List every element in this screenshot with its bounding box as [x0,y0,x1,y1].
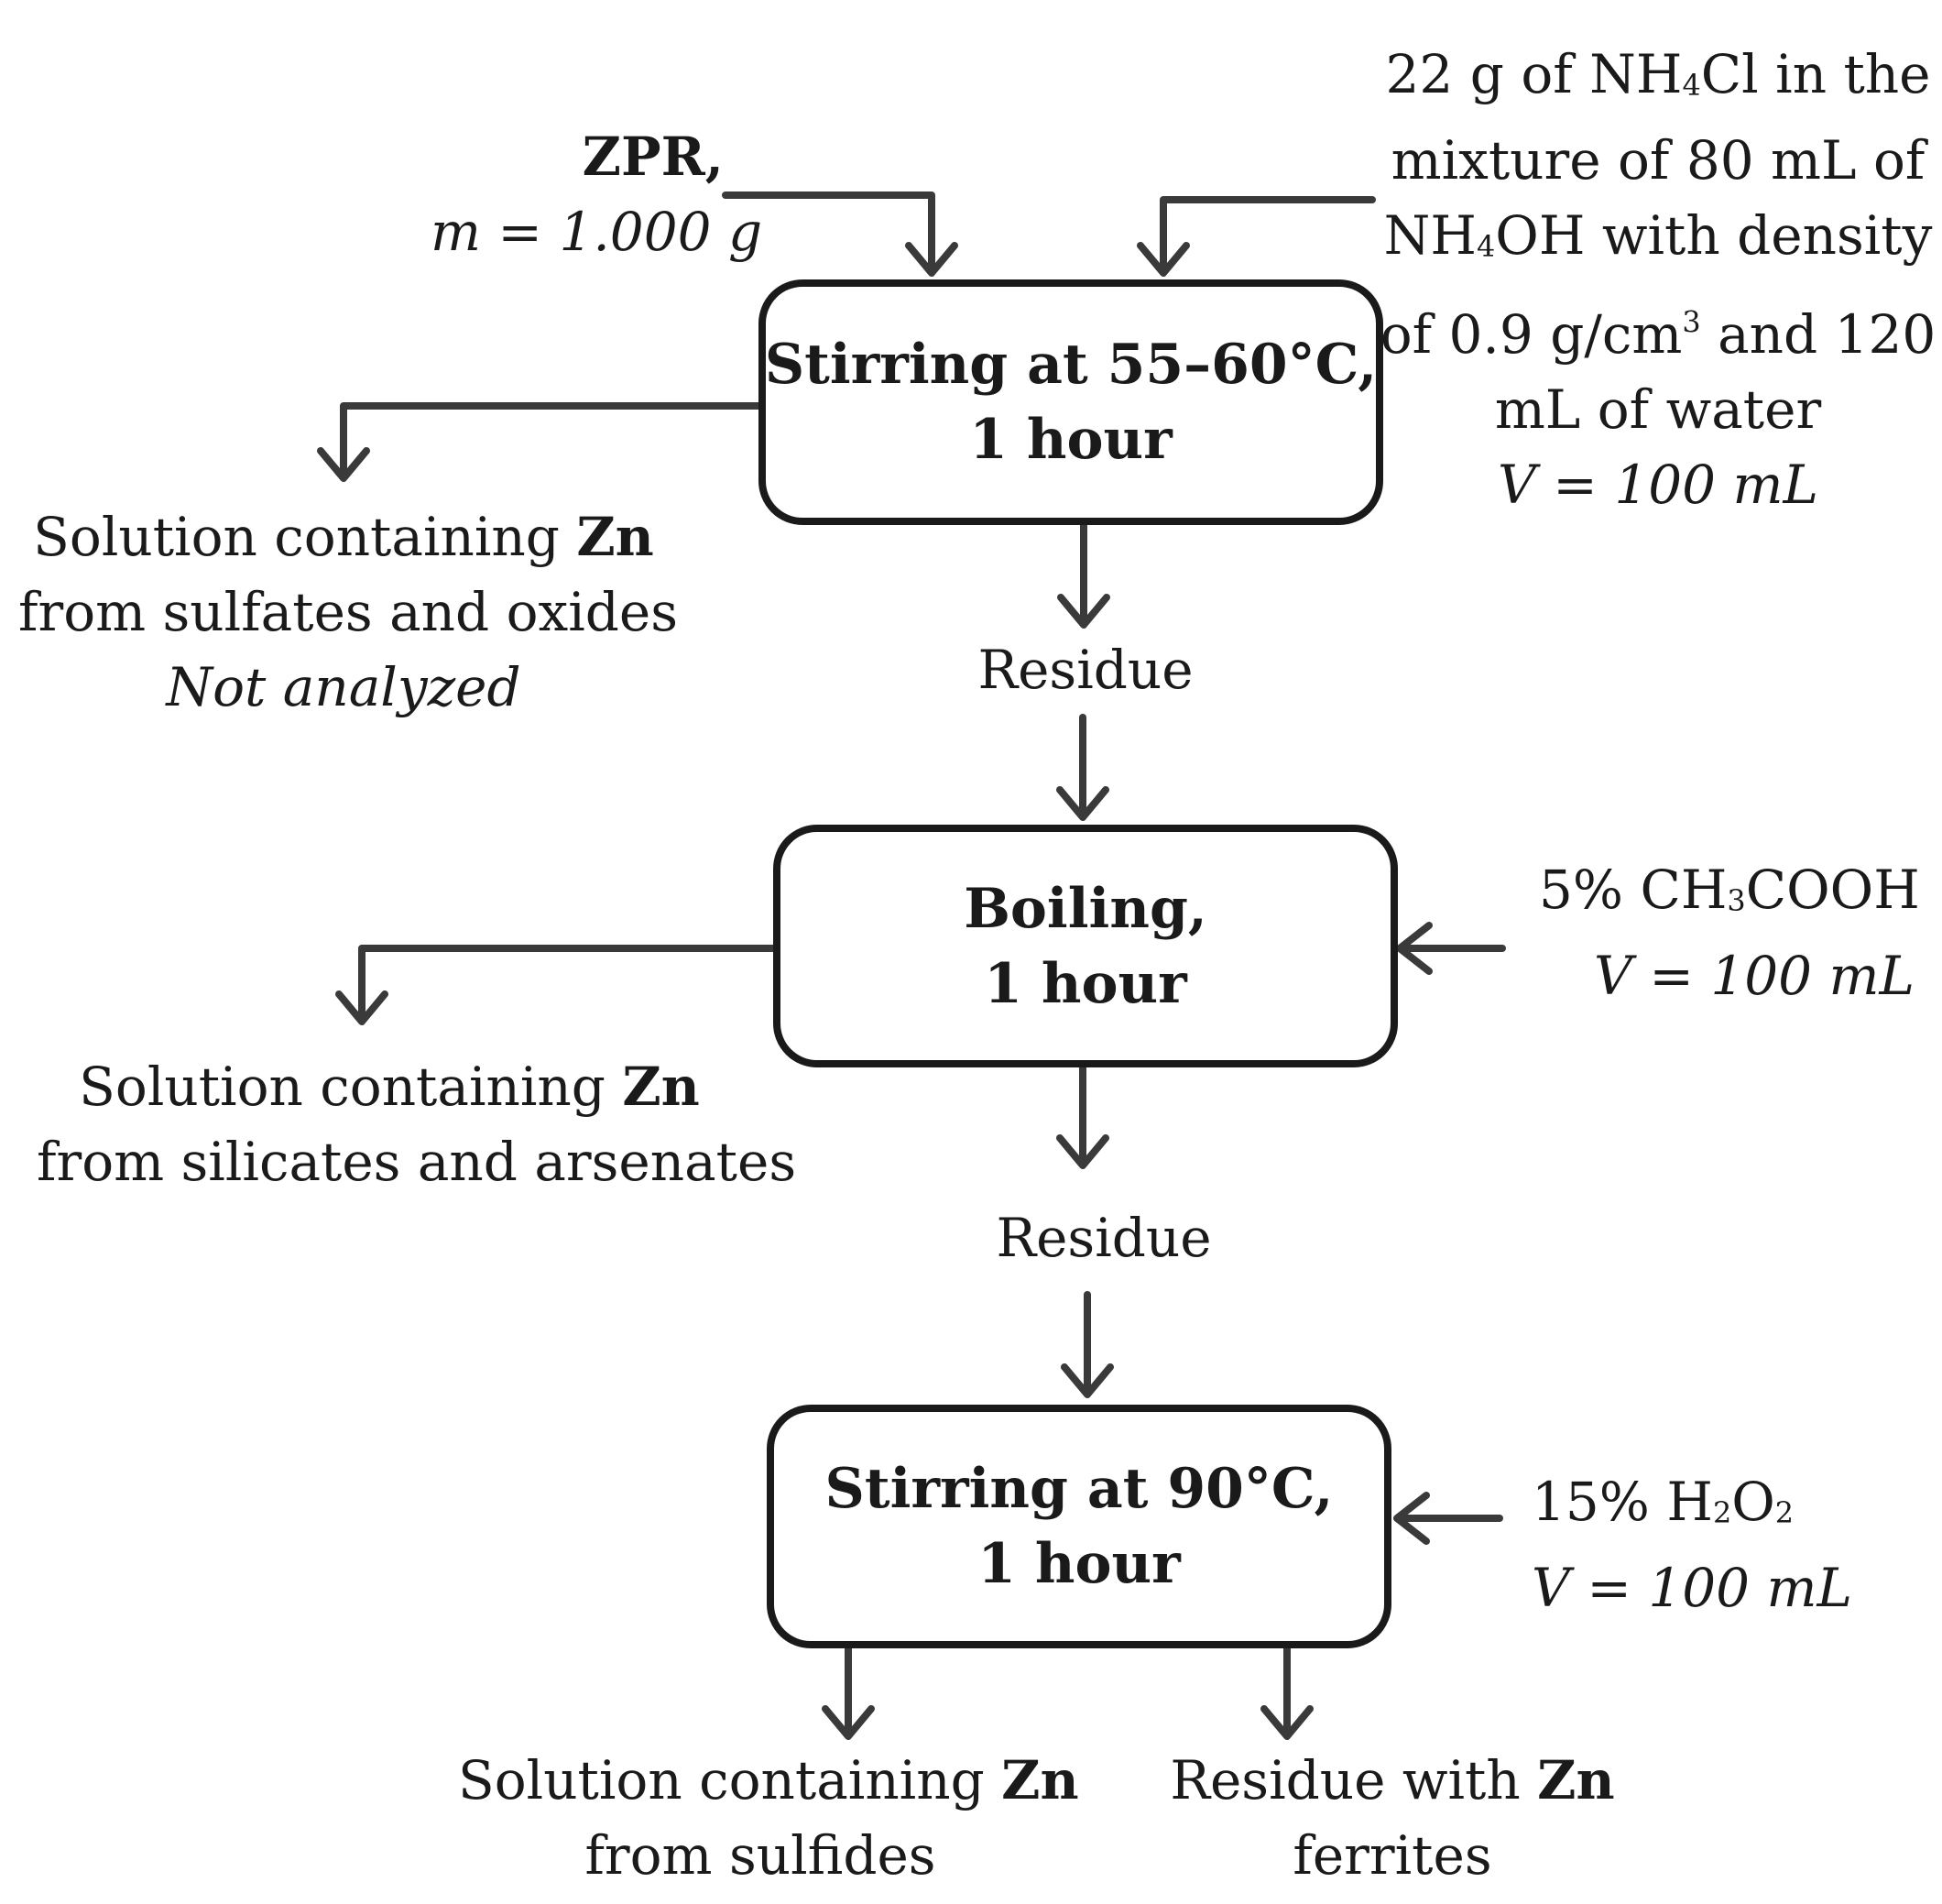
input-label: ZPR, m = 1.000 g [431,119,762,269]
step3-line2: 1 hour [977,1532,1181,1596]
reagent2-line1: 5% CH3COOH [1539,859,1920,921]
step3-box: Stirring at 90°C, 1 hour [767,1405,1391,1648]
residue1-label: Residue [977,639,1194,701]
reagent1-line4-sup: 3 [1682,304,1701,340]
step1-box: Stirring at 55–60°C, 1 hour [758,279,1383,525]
output3-label: Solution containing Zn from sulfides [458,1743,1079,1893]
arrowhead-output4 [1260,1705,1314,1740]
arrowhead-step3 [1061,1363,1114,1398]
output2-label: Solution containing Zn from silicates an… [37,1049,796,1199]
output4-line2: ferrites [1293,1824,1492,1887]
arrowhead-zpr [905,242,958,277]
output1-element: Zn [576,506,654,568]
residue2-label: Residue [996,1207,1212,1269]
output2-line1-a: Solution containing [79,1056,623,1118]
reagent3-line1-sub2: 2 [1774,1495,1795,1531]
reagent3-line1-b: O [1731,1471,1775,1533]
arrow-step2-to-output2 [358,945,779,1023]
reagent1-line3-sub: 4 [1476,229,1496,265]
input-name: ZPR, [582,126,724,188]
reagent1-line3: NH4OH with density [1384,204,1933,267]
reagent1-line1-b: Cl in the [1700,43,1931,105]
reagent1-line3-b: OH with density [1495,204,1933,268]
reagent2-line1-a: 5% CH [1539,859,1728,921]
reagent3-line1: 15% H2O2 [1532,1471,1794,1533]
output4-element: Zn [1537,1749,1615,1811]
output1-line1: Solution containing Zn [33,506,654,568]
arrowhead-reagent2 [1396,922,1433,975]
step2-line1: Boiling, [964,876,1207,941]
output3-element: Zn [1001,1749,1079,1811]
reagent1-line4-a: of 0.9 g/cm [1380,302,1683,366]
arrowhead-output3 [822,1705,875,1740]
reagent3-volume: V = 100 mL [1532,1557,1853,1620]
output2-line1: Solution containing Zn [79,1056,700,1118]
reagent1-line1: 22 g of NH4Cl in the [1386,43,1931,105]
arrow-zpr-to-step1 [722,191,935,275]
arrowhead-step2 [1056,786,1109,821]
output1-label: Solution containing Zn from sulfates and… [18,499,678,725]
output2-element: Zn [622,1056,700,1118]
reagent1-line3-a: NH [1383,204,1477,268]
reagent3-label: 15% H2O2 V = 100 mL [1532,1464,1898,1625]
reagent3-line1-a: 15% H [1532,1471,1713,1533]
arrowhead-output2 [335,990,388,1025]
reagent1-volume: V = 100 mL [1497,453,1818,516]
output1-line2: from sulfates and oxides [18,581,678,643]
reagent1-line2: mixture of 80 mL of [1391,129,1926,192]
arrowhead-reagent1 [1137,242,1190,277]
output2-line2: from silicates and arsenates [37,1131,797,1193]
arrowhead-residue1 [1057,594,1110,629]
step2-box: Boiling, 1 hour [773,825,1398,1067]
arrowhead-reagent3 [1393,1492,1430,1545]
arrow-reagent1-to-step1 [1160,196,1376,275]
input-mass: m = 1.000 g [431,201,763,263]
reagent1-line4-b: and 120 [1700,302,1937,366]
reagent2-line1-b: COOH [1745,859,1920,921]
reagent2-label: 5% CH3COOH V = 100 mL [1539,852,1942,1013]
reagent1-line1-a: 22 g of NH [1385,43,1683,105]
output4-label: Residue with Zn ferrites [1145,1743,1640,1893]
reagent1-line5: mL of water [1494,378,1822,441]
step1-line1: Stirring at 55–60°C, [764,333,1378,397]
output3-line2: from sulfides [584,1824,936,1887]
reagent1-line1-sub: 4 [1682,68,1701,104]
output4-line1: Residue with Zn [1170,1749,1614,1811]
step1-line2: 1 hour [969,408,1173,472]
arrowhead-residue2 [1056,1134,1109,1169]
reagent2-volume: V = 100 mL [1594,945,1915,1008]
output3-line1-a: Solution containing [458,1749,1002,1811]
arrowhead-output1 [317,447,370,482]
reagent3-line1-sub: 2 [1712,1495,1732,1531]
step2-line2: 1 hour [984,951,1187,1016]
output4-line1-a: Residue with [1170,1749,1538,1811]
output1-note: Not analyzed [166,656,521,718]
reagent1-label: 22 g of NH4Cl in the mixture of 80 mL of… [1374,37,1942,522]
reagent2-line1-sub: 3 [1727,883,1746,919]
arrow-step1-to-output1 [340,402,762,480]
step3-line1: Stirring at 90°C, [824,1457,1334,1521]
output1-line1-a: Solution containing [33,506,577,568]
reagent1-line4: of 0.9 g/cm3 and 120 [1380,303,1937,366]
output3-line1: Solution containing Zn [458,1749,1079,1811]
